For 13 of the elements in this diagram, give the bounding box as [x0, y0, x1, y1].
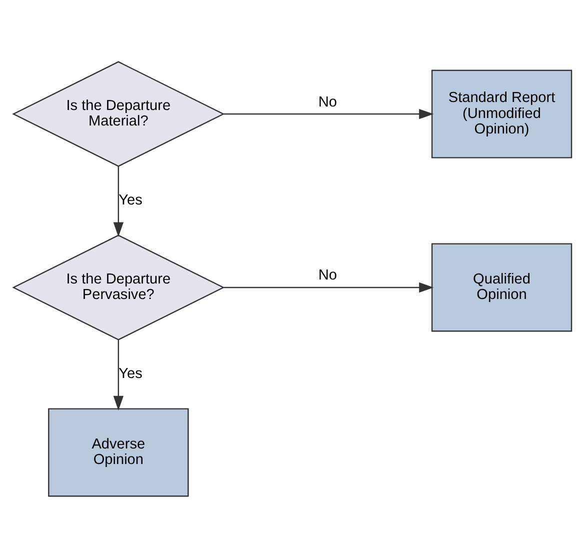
node-box: Standard Report (Unmodified Opinion): [431, 70, 572, 158]
edge-label: Yes: [118, 366, 142, 382]
node-diamond: Is the Departure Material?: [12, 61, 225, 167]
edge-label: No: [318, 94, 337, 110]
edge-label: Yes: [118, 192, 142, 209]
node-diamond: Is the Departure Pervasive?: [12, 234, 225, 340]
edge-label: No: [318, 268, 337, 284]
arrow: [113, 340, 124, 410]
node-box: Qualified Opinion: [431, 243, 572, 332]
arrow: [224, 108, 434, 120]
node-box: Adverse Opinion: [48, 408, 189, 497]
arrow: [113, 166, 124, 237]
arrow: [224, 282, 434, 293]
